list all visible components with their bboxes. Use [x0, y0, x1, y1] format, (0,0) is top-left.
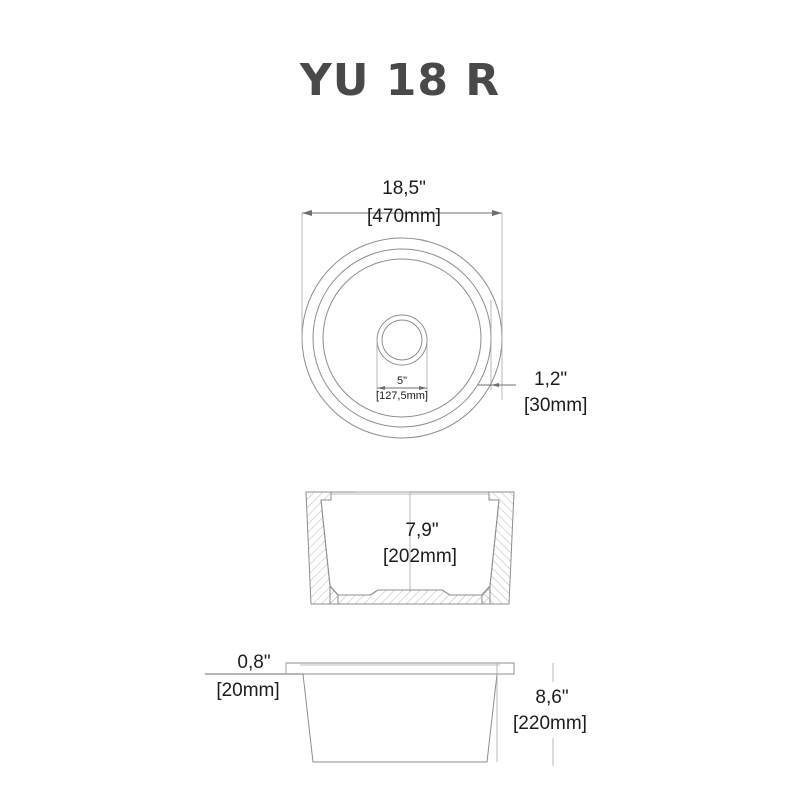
rim-width-metric-label: [30mm]	[524, 395, 587, 416]
drain-inner-circle	[381, 319, 423, 361]
arrowhead-right	[492, 210, 502, 216]
drain-arrowhead-left	[377, 386, 385, 390]
overall-height-imperial-label: 8,6"	[535, 687, 568, 708]
overall-diameter-metric-label: [470mm]	[367, 206, 441, 227]
arrowhead-left	[302, 210, 312, 216]
front-view-group: 0,8" [20mm] 8,6" [220mm]	[205, 652, 587, 766]
interior-depth-imperial-label: 7,9"	[405, 520, 438, 541]
page-title: YU 18 R	[299, 55, 500, 106]
section-view-group: 7,9" [202mm]	[305, 491, 515, 605]
drain-diameter-metric-label: [127,5mm]	[376, 390, 428, 402]
front-bowl-body	[302, 673, 498, 763]
overall-diameter-imperial-label: 18,5"	[382, 178, 426, 199]
rim-arrowhead-left	[491, 383, 499, 387]
drain-outer-circle	[376, 314, 428, 366]
outer-rim-circle	[301, 237, 503, 439]
bowl-opening-circle	[322, 258, 482, 418]
rim-width-imperial-label: 1,2"	[534, 369, 567, 390]
drain-diameter-imperial-label: 5"	[397, 375, 407, 387]
drain-arrowhead-right	[419, 386, 427, 390]
interior-depth-metric-label: [202mm]	[383, 546, 457, 567]
rim-thickness-imperial-label: 0,8"	[237, 652, 270, 673]
overall-height-metric-label: [220mm]	[513, 713, 587, 734]
top-view-group: 18,5" [470mm] 5" [127,5mm] 1,2" [30mm]	[301, 178, 587, 439]
rim-thickness-metric-label: [20mm]	[216, 680, 279, 701]
